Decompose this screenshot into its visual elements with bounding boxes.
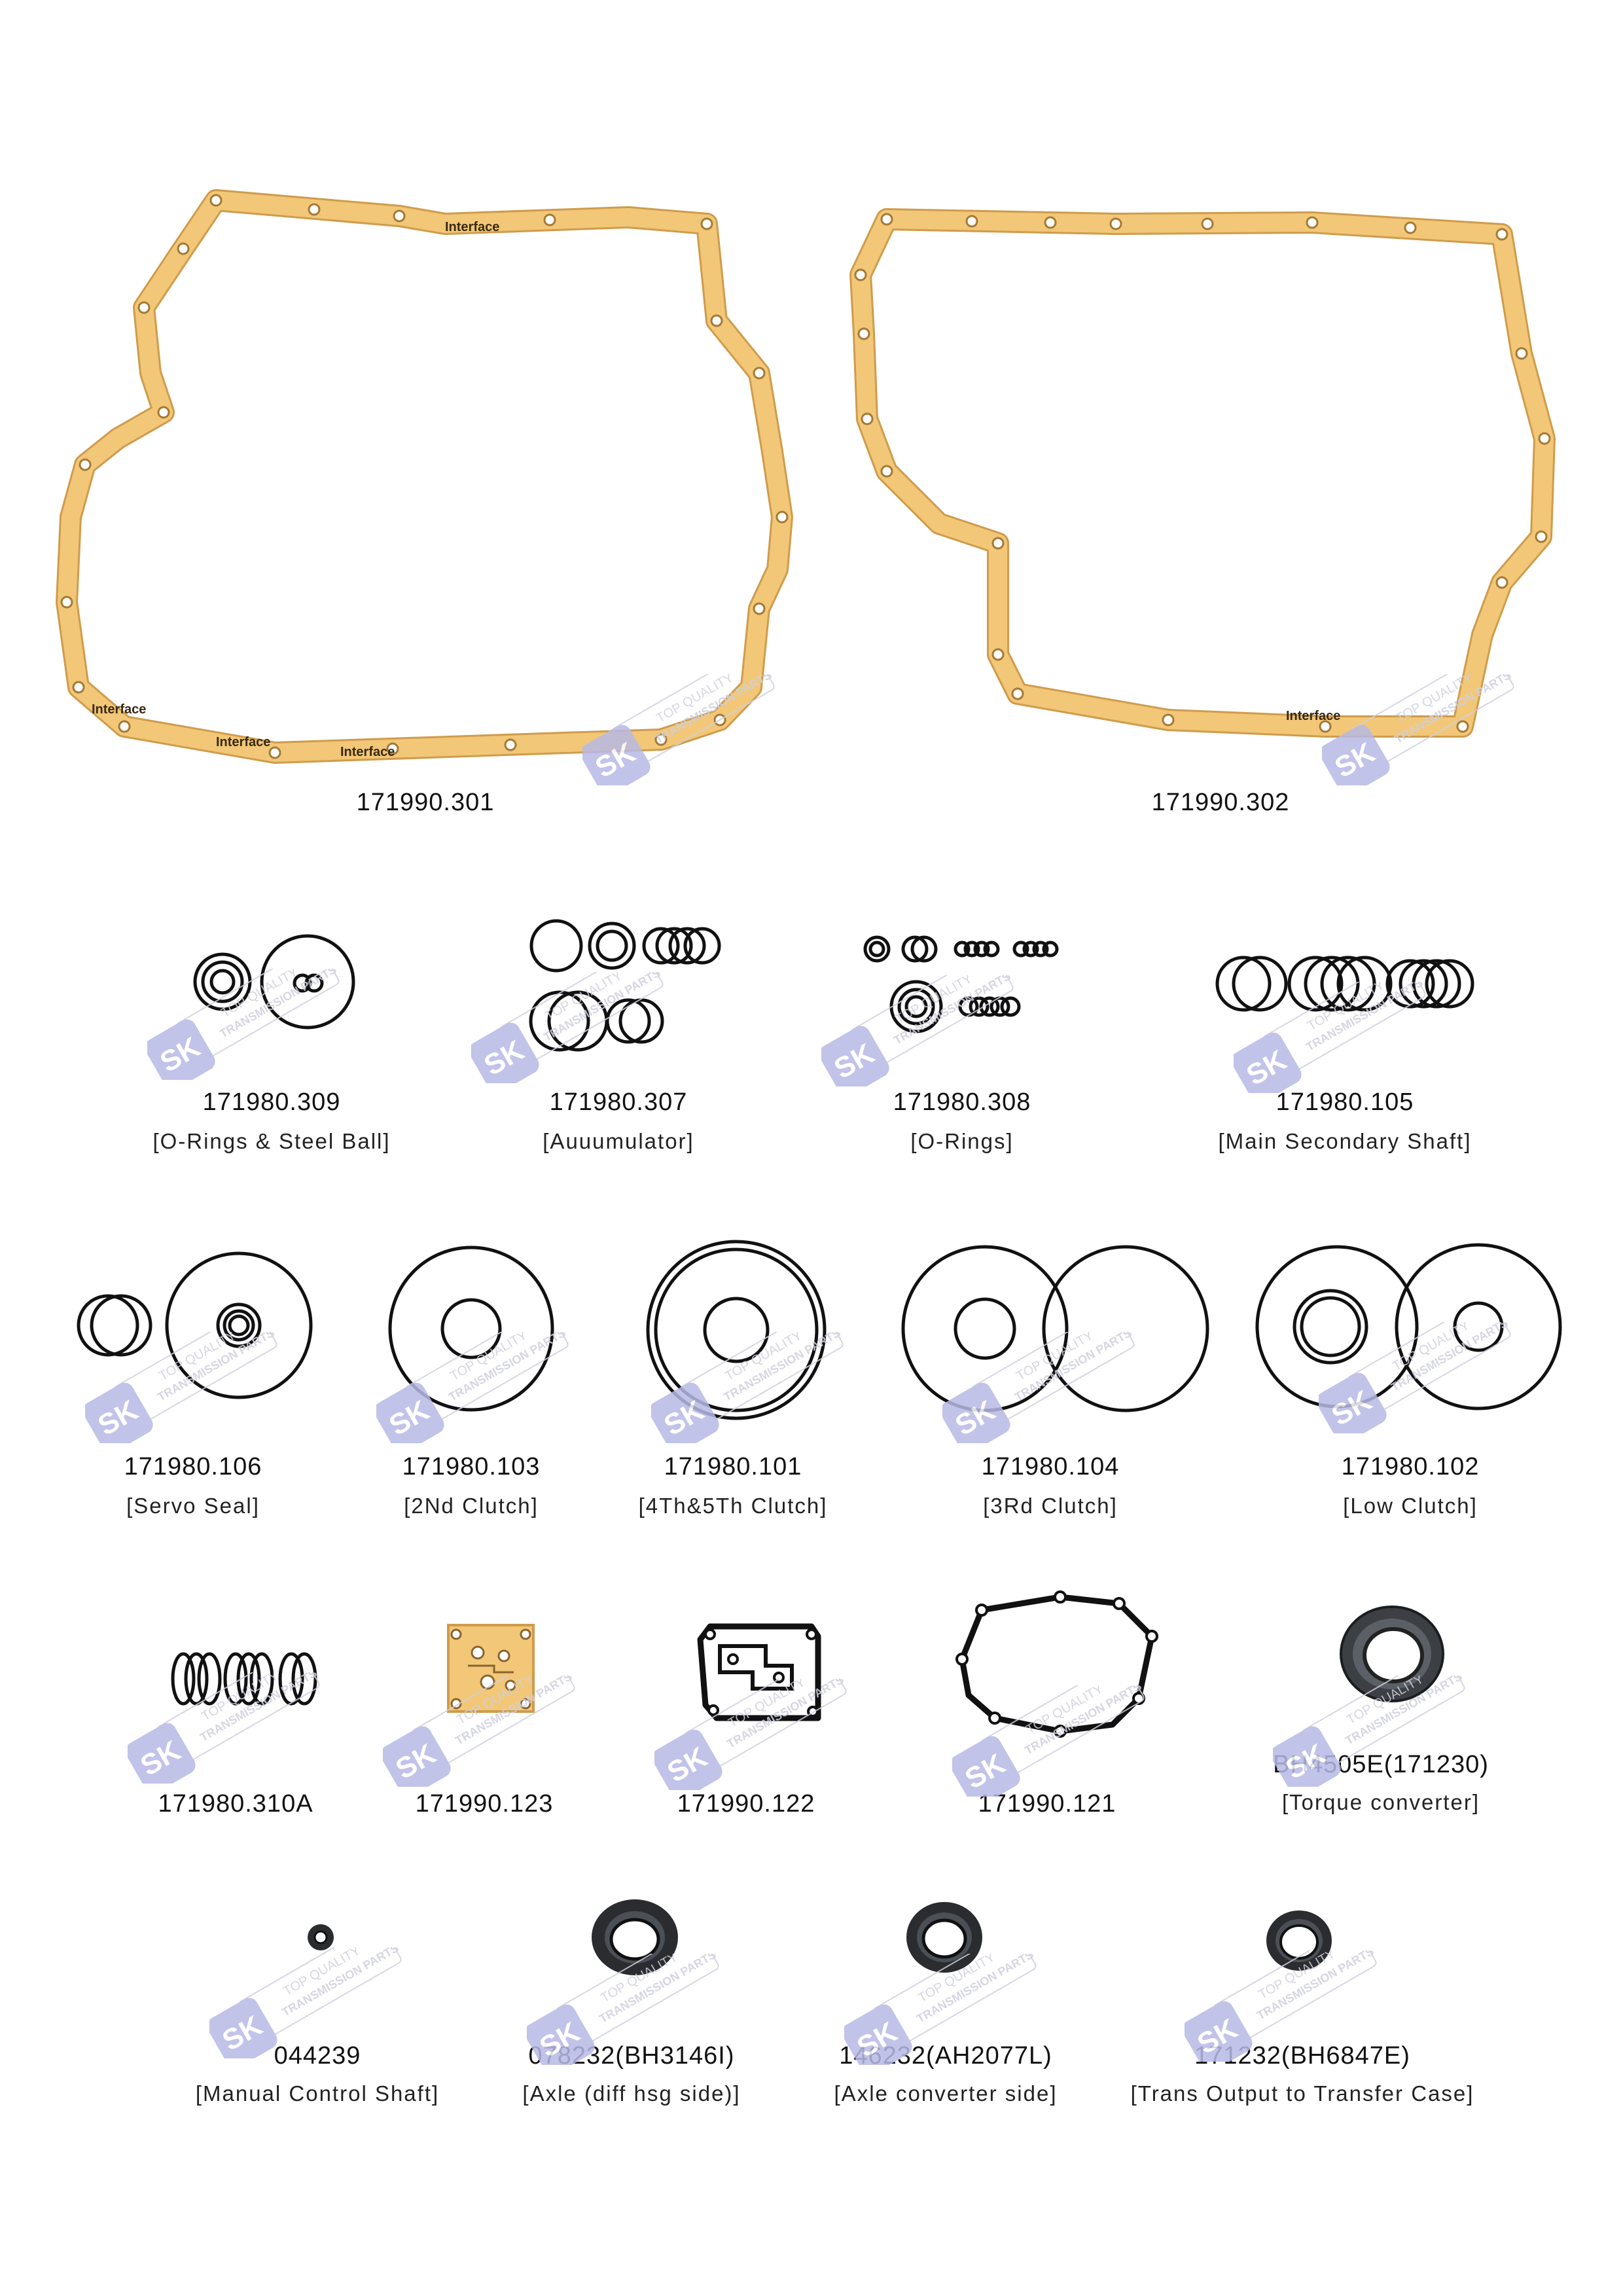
part-code: 171980.310A: [158, 1790, 313, 1818]
2nd-clutch-seal-image: [388, 1246, 554, 1412]
manual-control-shaft-seal-image: [308, 1924, 334, 1950]
part-code: 171980.309: [202, 1088, 341, 1116]
part-description: [Torque converter]: [1282, 1790, 1480, 1814]
part-code: 044239: [274, 2042, 361, 2070]
part-description: [Axle converter side]: [834, 2081, 1058, 2106]
accumulator-rings-image: [529, 919, 721, 1052]
svg-text:Interface: Interface: [445, 220, 499, 234]
part-description: [Low Clutch]: [1343, 1494, 1478, 1518]
part-description: [Manual Control Shaft]: [195, 2081, 440, 2106]
part-description: [Auuumulator]: [543, 1129, 694, 1153]
svg-text:Interface: Interface: [92, 702, 146, 717]
4th-5th-clutch-seal-image: [646, 1240, 827, 1420]
part-description: [2Nd Clutch]: [404, 1494, 539, 1518]
part-description: [O-Rings & Steel Ball]: [152, 1129, 391, 1153]
part-description: [4Th&5Th Clutch]: [638, 1494, 828, 1518]
part-code: 171990.301: [356, 789, 495, 816]
part-description: [O-Rings]: [910, 1129, 1014, 1153]
sealing-rings-image: [171, 1652, 317, 1706]
black-plate-gasket-image: [697, 1623, 821, 1721]
part-description: [Servo Seal]: [126, 1494, 260, 1518]
pan-gasket-301-image: Interface Interface Interface Interface: [56, 189, 793, 764]
part-code: 171980.103: [402, 1453, 541, 1480]
part-code: 171980.105: [1275, 1088, 1414, 1116]
part-description: [3Rd Clutch]: [983, 1494, 1118, 1518]
part-code: 171980.308: [893, 1088, 1031, 1116]
3rd-clutch-seal-image: [901, 1245, 1209, 1412]
main-secondary-shaft-rings-image: [1215, 956, 1474, 1012]
trans-output-seal-image: [1266, 1910, 1332, 1971]
axle-converter-seal-image: [906, 1902, 982, 1973]
part-description: [Trans Output to Transfer Case]: [1130, 2081, 1474, 2106]
axle-diff-seal-image: [592, 1899, 678, 1975]
svg-text:Interface: Interface: [1286, 709, 1340, 723]
part-code: 171990.122: [677, 1790, 815, 1818]
orange-plate-gasket-image: [447, 1624, 535, 1713]
part-code: 171980.106: [124, 1453, 262, 1480]
part-description: [Main Secondary Shaft]: [1218, 1129, 1472, 1153]
black-outline-gasket-image: [955, 1590, 1158, 1738]
torque-converter-seal-image: [1340, 1605, 1444, 1702]
pan-gasket-302-image: Interface: [849, 208, 1556, 738]
part-code: 171980.101: [664, 1453, 802, 1480]
svg-text:Interface: Interface: [216, 735, 270, 749]
part-code: 171980.102: [1341, 1453, 1480, 1480]
part-code: 171990.123: [415, 1790, 554, 1818]
svg-text:Interface: Interface: [340, 745, 395, 759]
part-code: 171980.104: [981, 1453, 1120, 1480]
part-code: 171990.302: [1151, 789, 1290, 816]
o-rings-image: [863, 935, 1059, 1033]
part-description: [Axle (diff hsg side)]: [522, 2081, 741, 2106]
part-code: 171990.121: [978, 1790, 1116, 1818]
servo-seal-image: [77, 1251, 313, 1399]
part-code: 171980.307: [549, 1088, 688, 1116]
